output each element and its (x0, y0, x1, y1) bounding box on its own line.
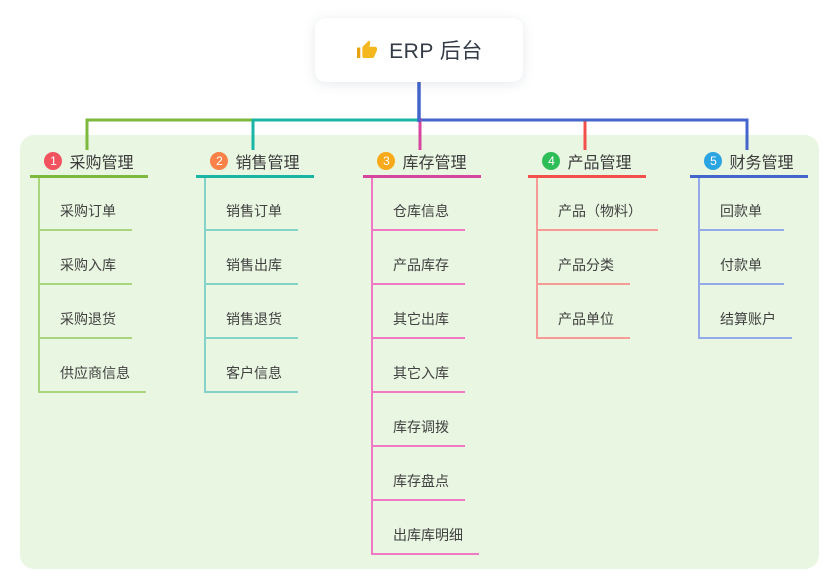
mindmap-background-panel (20, 135, 819, 569)
child-node-label: 库存盘点 (393, 473, 449, 489)
child-node-label: 采购退货 (60, 311, 116, 327)
child-node-label: 产品单位 (558, 311, 614, 327)
branch-title-node[interactable]: 2 销售管理 (196, 146, 314, 178)
child-node-label: 结算账户 (720, 311, 776, 327)
root-node-erp[interactable]: ERP 后台 (315, 18, 523, 82)
branch-children: 采购订单采购入库采购退货供应商信息 (38, 178, 148, 393)
branch-number-badge: 4 (542, 151, 561, 170)
branch-number-badge: 2 (210, 151, 229, 170)
child-node[interactable]: 产品单位 (536, 285, 630, 339)
child-node-label: 产品分类 (558, 257, 614, 273)
branch-title-label: 销售管理 (235, 154, 300, 172)
branch-title-label: 采购管理 (69, 154, 134, 172)
child-node[interactable]: 采购退货 (38, 285, 132, 339)
branch-number-badge: 5 (704, 151, 723, 170)
child-node[interactable]: 其它出库 (371, 285, 465, 339)
branch-children: 仓库信息产品库存其它出库其它入库库存调拨库存盘点出库库明细 (371, 178, 481, 555)
child-node-label: 销售退货 (226, 311, 282, 327)
branch-number-badge: 1 (44, 151, 63, 170)
child-node[interactable]: 付款单 (698, 231, 784, 285)
child-node[interactable]: 产品（物料） (536, 178, 658, 231)
child-node-label: 回款单 (720, 203, 762, 219)
branch-title-node[interactable]: 4 产品管理 (528, 146, 646, 178)
child-node[interactable]: 出库库明细 (371, 501, 479, 555)
child-node[interactable]: 客户信息 (204, 339, 298, 393)
child-node-label: 出库库明细 (393, 527, 463, 543)
child-node-label: 仓库信息 (393, 203, 449, 219)
child-node-label: 产品（物料） (558, 203, 642, 219)
branch-title-label: 产品管理 (567, 154, 632, 172)
child-node-label: 客户信息 (226, 365, 282, 381)
child-node[interactable]: 采购订单 (38, 178, 132, 231)
branch-children: 产品（物料） 产品分类产品单位 (536, 178, 658, 339)
branch-title-label: 库存管理 (402, 154, 467, 172)
branch-title-node[interactable]: 5 财务管理 (690, 146, 808, 178)
child-node-label: 其它入库 (393, 365, 449, 381)
branch-5: 5 财务管理回款单付款单结算账户 (690, 146, 808, 339)
branch-title-node[interactable]: 1 采购管理 (30, 146, 148, 178)
child-node[interactable]: 回款单 (698, 178, 784, 231)
child-node-label: 其它出库 (393, 311, 449, 327)
branch-children: 销售订单销售出库销售退货客户信息 (204, 178, 314, 393)
child-node[interactable]: 库存盘点 (371, 447, 465, 501)
child-node-label: 销售出库 (226, 257, 282, 273)
branch-4: 4 产品管理产品（物料） 产品分类产品单位 (528, 146, 658, 339)
branch-title-node[interactable]: 3 库存管理 (363, 146, 481, 178)
child-node-label: 库存调拨 (393, 419, 449, 435)
child-node[interactable]: 产品库存 (371, 231, 465, 285)
root-node-label: ERP 后台 (389, 40, 483, 63)
child-node-label: 供应商信息 (60, 365, 130, 381)
child-node[interactable]: 其它入库 (371, 339, 465, 393)
child-node[interactable]: 销售出库 (204, 231, 298, 285)
child-node-label: 产品库存 (393, 257, 449, 273)
child-node[interactable]: 供应商信息 (38, 339, 146, 393)
branch-1: 1 采购管理采购订单采购入库采购退货供应商信息 (30, 146, 148, 393)
child-node-label: 销售订单 (226, 203, 282, 219)
child-node-label: 付款单 (720, 257, 762, 273)
child-node[interactable]: 仓库信息 (371, 178, 465, 231)
thumbs-up-icon (355, 38, 379, 62)
child-node[interactable]: 销售订单 (204, 178, 298, 231)
child-node-label: 采购订单 (60, 203, 116, 219)
branch-number-badge: 3 (377, 151, 396, 170)
branch-3: 3 库存管理仓库信息产品库存其它出库其它入库库存调拨库存盘点出库库明细 (363, 146, 481, 555)
child-node[interactable]: 产品分类 (536, 231, 630, 285)
child-node[interactable]: 库存调拨 (371, 393, 465, 447)
child-node[interactable]: 采购入库 (38, 231, 132, 285)
child-node[interactable]: 结算账户 (698, 285, 792, 339)
branch-children: 回款单付款单结算账户 (698, 178, 808, 339)
child-node-label: 采购入库 (60, 257, 116, 273)
branch-title-label: 财务管理 (729, 154, 794, 172)
child-node[interactable]: 销售退货 (204, 285, 298, 339)
branch-2: 2 销售管理销售订单销售出库销售退货客户信息 (196, 146, 314, 393)
